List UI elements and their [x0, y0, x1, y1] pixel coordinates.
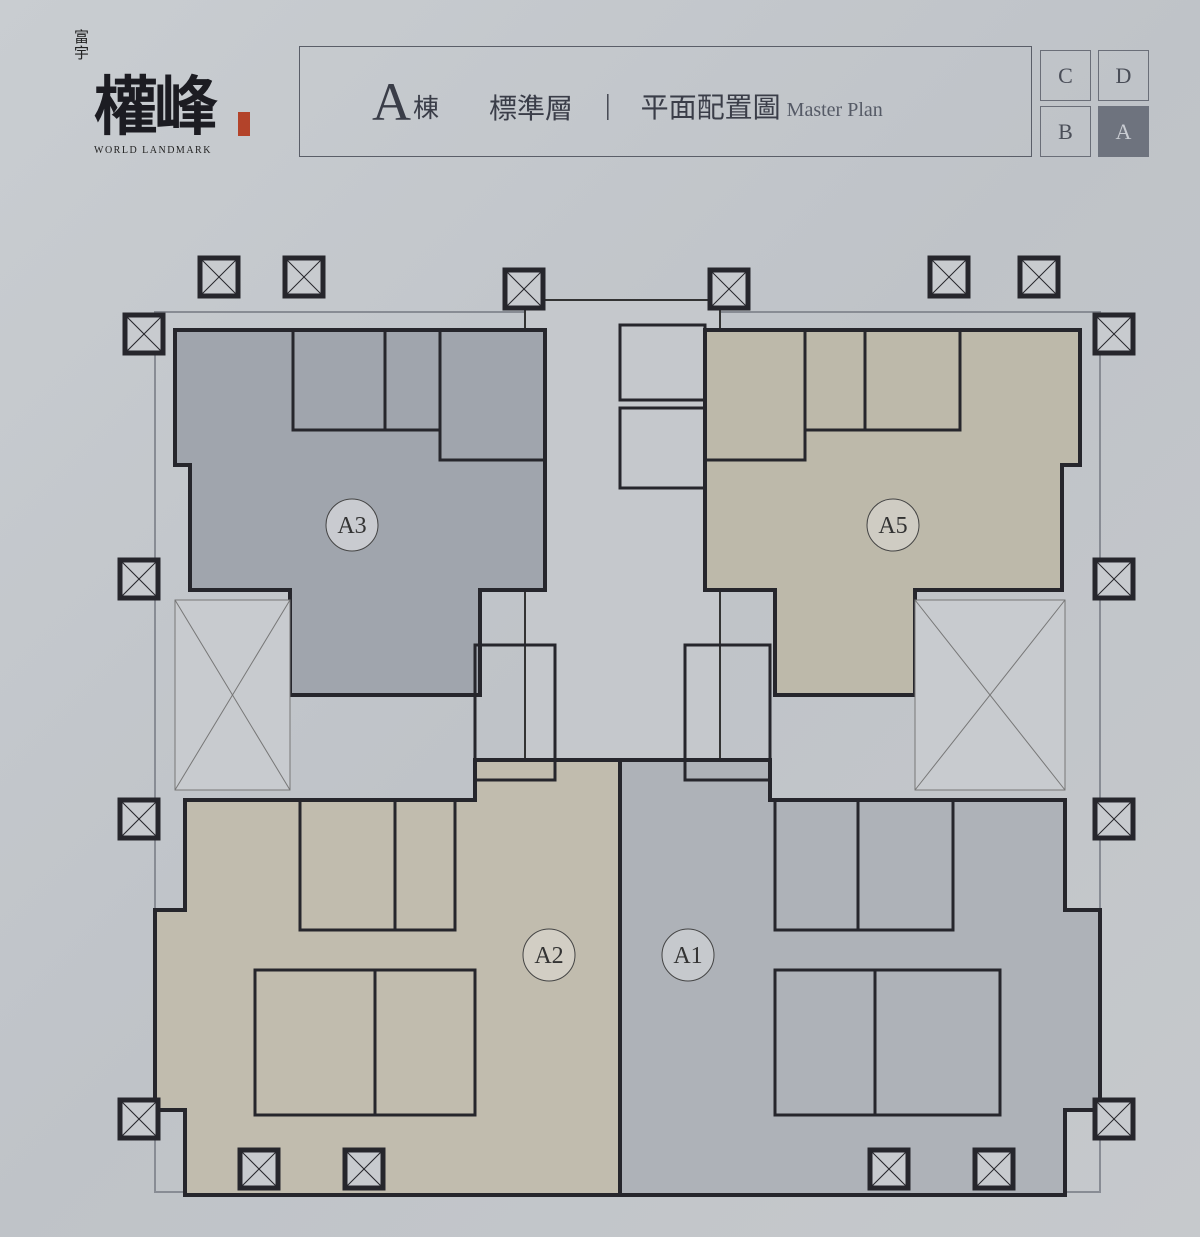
column-cross	[239, 1149, 279, 1189]
title-box: A 棟 標準層 | 平面配置圖 Master Plan	[299, 46, 1032, 157]
column-cross	[119, 799, 159, 839]
column-cross	[709, 269, 749, 309]
unit-label-text: A1	[673, 943, 702, 969]
core-lobby	[524, 299, 721, 761]
unit-a1[interactable]	[618, 758, 1102, 1197]
logo-english-text: WORLD LANDMARK	[94, 145, 212, 156]
building-d-button[interactable]: D	[1098, 50, 1149, 101]
light-well-right	[914, 599, 1066, 791]
plan-title: 平面配置圖	[640, 92, 781, 124]
floor-type: 標準層	[489, 93, 574, 125]
logo-seal-icon	[238, 112, 250, 136]
unit-label-text: A5	[878, 513, 907, 539]
unit-label-a2: A2	[522, 928, 576, 982]
unit-label-a1: A1	[661, 928, 715, 982]
light-well-left	[174, 599, 291, 791]
column-cross	[284, 257, 324, 297]
building-c-button[interactable]: C	[1040, 50, 1091, 101]
unit-label-text: A3	[337, 513, 366, 539]
column-cross	[1094, 559, 1134, 599]
unit-label-text: A2	[534, 943, 563, 969]
column-cross	[504, 269, 544, 309]
column-cross	[1019, 257, 1059, 297]
interior-walls	[253, 323, 1002, 1195]
unit-label-a5: A5	[866, 498, 920, 552]
unit-label-a3: A3	[325, 498, 379, 552]
building-b-button[interactable]: B	[1040, 106, 1091, 157]
logo-main-text: 權峰	[94, 70, 218, 145]
column-cross	[974, 1149, 1014, 1189]
building-suffix: 棟	[413, 94, 440, 123]
structural-columns	[117, 255, 1136, 1191]
plan-title-en: Master Plan	[786, 99, 883, 121]
logo-small-text: 富宇	[74, 30, 90, 62]
column-cross	[119, 1099, 159, 1139]
brand-logo: 富宇 權峰 WORLD LANDMARK	[60, 22, 260, 162]
column-cross	[869, 1149, 909, 1189]
column-cross	[929, 257, 969, 297]
column-cross	[199, 257, 239, 297]
building-letter: A	[372, 71, 411, 132]
column-cross	[1094, 314, 1134, 354]
column-cross	[119, 559, 159, 599]
building-a-button[interactable]: A	[1098, 106, 1149, 157]
column-cross	[344, 1149, 384, 1189]
column-cross	[1094, 1099, 1134, 1139]
title-separator: |	[605, 89, 611, 121]
column-cross	[124, 314, 164, 354]
column-cross	[1094, 799, 1134, 839]
